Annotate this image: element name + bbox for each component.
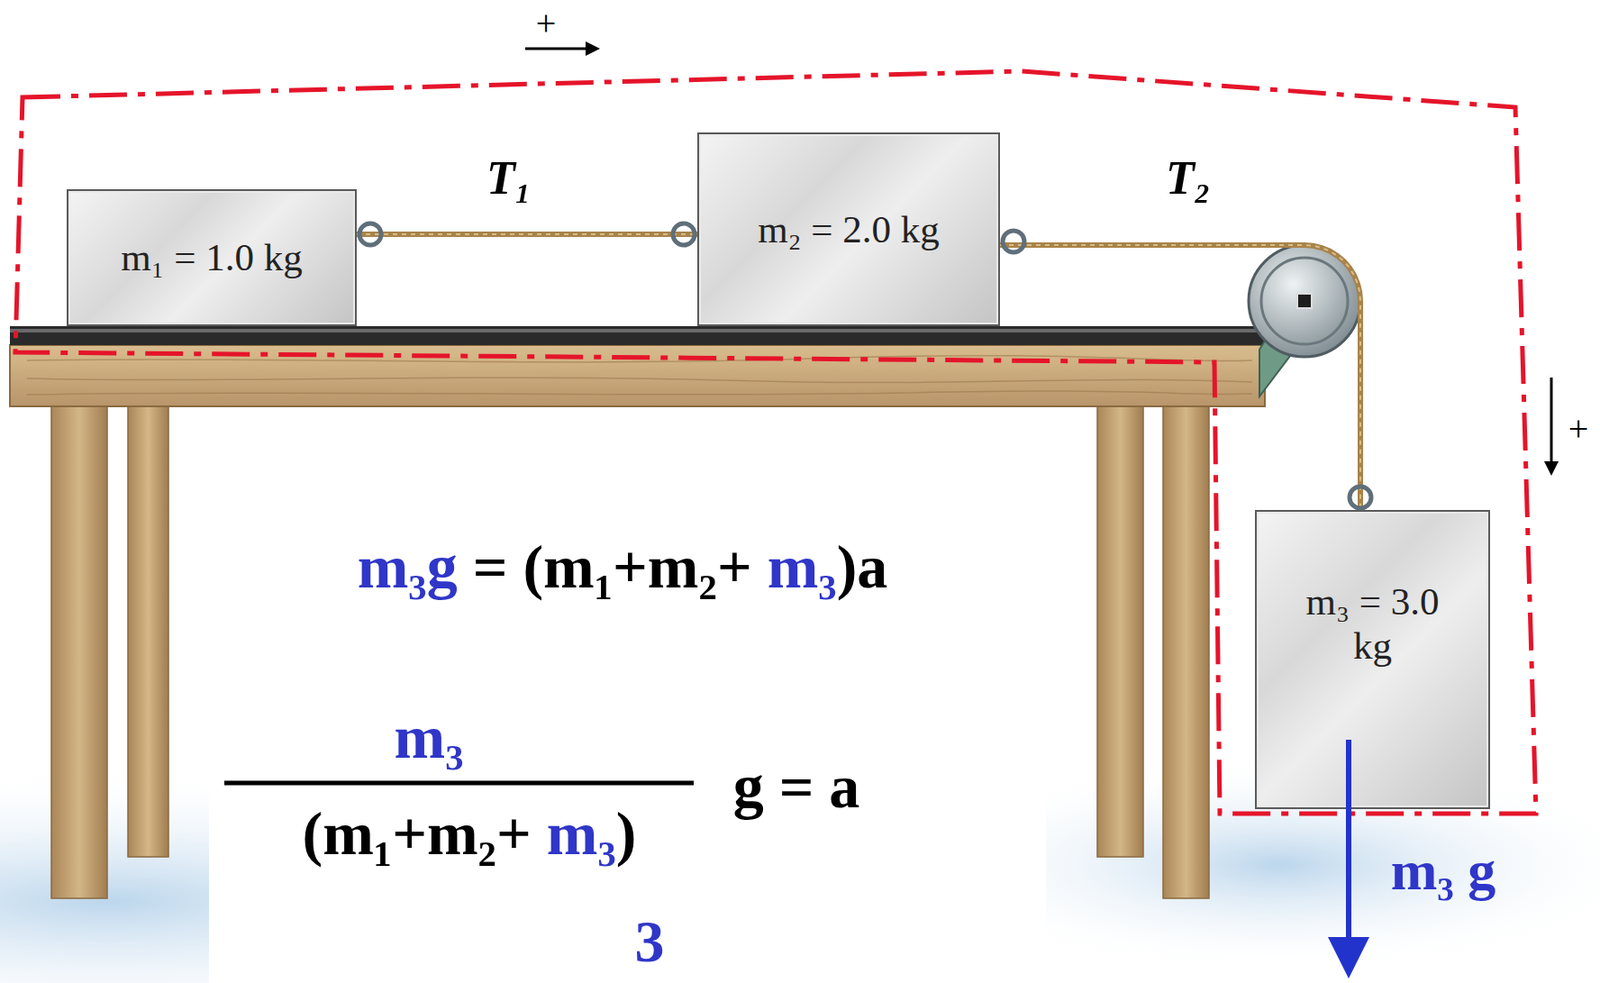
pulley — [1248, 245, 1361, 397]
equation-text: g = a — [733, 753, 861, 821]
block-label: m₃ = 3.0 kg — [1305, 579, 1441, 669]
rope-texture — [356, 233, 698, 236]
sign-label: + — [1568, 409, 1590, 449]
sign-label: + — [536, 3, 557, 44]
block-label: m₂ = 2.0 kg — [757, 207, 940, 252]
equation-text: m₃ — [393, 703, 464, 772]
hook-ring — [672, 223, 695, 246]
arrow-head — [1327, 936, 1370, 979]
rope — [1000, 245, 1361, 510]
sign-arrows — [525, 41, 1559, 476]
equation-text: m₃g = (m₁+m₂+ m₃)a — [357, 533, 889, 601]
equation-term: m₃ — [767, 532, 837, 601]
hook-ring — [1002, 230, 1025, 253]
equation-ground — [209, 448, 1046, 983]
block-label: m₁ = 1.0 kg — [120, 235, 303, 280]
positive-direction-arrow — [525, 47, 591, 51]
wood-grain — [27, 355, 1253, 395]
arrow-head — [585, 41, 600, 56]
equation-term: )a — [836, 532, 889, 601]
hook-ring — [1349, 486, 1372, 509]
equation-term: (m₁+m₂+ — [302, 799, 547, 868]
tension-label: T₂ — [1162, 152, 1215, 204]
table-leg — [1163, 396, 1210, 899]
table-leg — [1097, 396, 1144, 857]
table-surface — [9, 326, 1265, 346]
equation-term: = (m₁+m₂+ — [457, 532, 768, 601]
equation-text: 3 — [635, 909, 665, 975]
equation-text: m₃ g — [1390, 839, 1497, 901]
equation-term: m₃ — [546, 799, 617, 868]
fraction-bar — [224, 781, 694, 786]
positive-direction-arrow — [1550, 377, 1554, 465]
table-surface-shine — [9, 328, 1265, 333]
pulley-axle — [1297, 293, 1312, 309]
hook-ring — [359, 223, 382, 246]
table — [9, 326, 1265, 899]
equation-term: m₃g — [357, 532, 458, 601]
equation-text: (m₁+m₂+ m₃) — [302, 800, 637, 868]
pulley-groove — [1261, 257, 1348, 345]
tension-label: T₁ — [482, 152, 536, 204]
dash-dot-outline — [15, 71, 1537, 814]
mass-block: m₂ = 2.0 kg — [697, 132, 1000, 327]
equation-term: ) — [616, 799, 637, 868]
arrow-head — [1544, 461, 1559, 476]
rope-texture — [1000, 245, 1361, 510]
table-leg — [51, 396, 108, 899]
mass-block: m₁ = 1.0 kg — [66, 189, 357, 327]
table-leg — [127, 396, 169, 857]
mass-block: m₃ = 3.0 kg — [1254, 509, 1491, 810]
system-boundary — [15, 71, 1537, 814]
rope — [356, 231, 698, 237]
